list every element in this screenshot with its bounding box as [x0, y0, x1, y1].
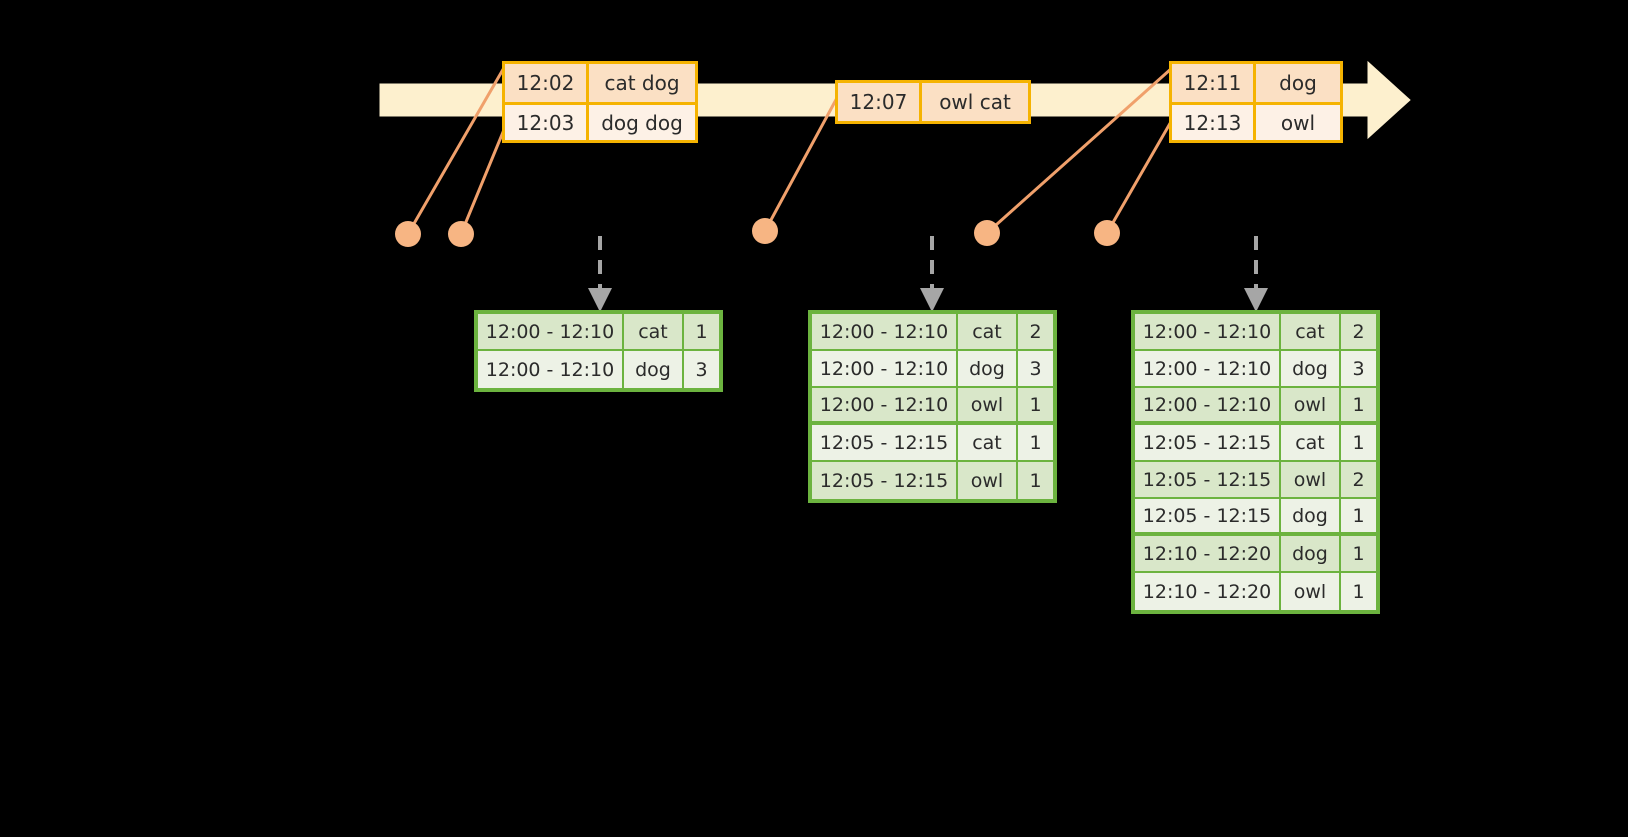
- event-words: owl cat: [939, 90, 1011, 114]
- cell-window: 12:00 - 12:10: [1135, 351, 1281, 388]
- cell-word: cat: [1281, 425, 1341, 462]
- event-row[interactable]: 12:07 owl cat: [838, 83, 1028, 121]
- event-time: 12:02: [505, 64, 589, 102]
- cell-word: dog: [624, 351, 684, 388]
- cell-word: owl: [958, 462, 1018, 499]
- cell-count: 1: [1341, 536, 1376, 573]
- event-row[interactable]: 12:02 cat dog: [505, 64, 695, 102]
- emit-arrow-1: [588, 236, 612, 312]
- cell-window: 12:05 - 12:15: [1135, 425, 1281, 462]
- event-time: 12:13: [1172, 105, 1256, 140]
- event-group-3[interactable]: 12:11 dog 12:13 owl: [1169, 61, 1343, 143]
- cell-window: 12:10 - 12:20: [1135, 573, 1281, 610]
- cell-word: dog: [1281, 536, 1341, 573]
- emit-arrow-2: [920, 236, 944, 312]
- event-group-1[interactable]: 12:02 cat dog 12:03 dog dog: [502, 61, 698, 143]
- cell-word: owl: [1281, 573, 1341, 610]
- cell-count: 3: [1018, 351, 1053, 388]
- cell-window: 12:10 - 12:20: [1135, 536, 1281, 573]
- cell-word: dog: [958, 351, 1018, 388]
- event-marker-3-dot: [752, 218, 778, 244]
- event-row[interactable]: 12:03 dog dog: [505, 102, 695, 140]
- cell-window: 12:00 - 12:10: [812, 351, 958, 388]
- cell-count: 1: [1341, 388, 1376, 425]
- cell-count: 2: [1018, 314, 1053, 351]
- cell-word: owl: [1281, 462, 1341, 499]
- cell-word: cat: [958, 425, 1018, 462]
- cell-word: cat: [1281, 314, 1341, 351]
- cell-window: 12:00 - 12:10: [1135, 388, 1281, 425]
- cell-word: cat: [624, 314, 684, 351]
- cell-count: 1: [1341, 573, 1376, 610]
- cell-window: 12:05 - 12:15: [812, 425, 958, 462]
- cell-window: 12:00 - 12:10: [478, 351, 624, 388]
- cell-word: dog: [1281, 351, 1341, 388]
- cell-count: 1: [684, 314, 719, 351]
- cell-count: 3: [1341, 351, 1376, 388]
- cell-word: owl: [1281, 388, 1341, 425]
- event-time: 12:03: [505, 105, 589, 140]
- event-time: 12:11: [1172, 64, 1256, 102]
- event-words: dog: [1279, 71, 1317, 95]
- cell-count: 1: [1018, 462, 1053, 499]
- emit-arrow-3: [1244, 236, 1268, 312]
- event-words: dog dog: [601, 110, 683, 135]
- cell-window: 12:00 - 12:10: [1135, 314, 1281, 351]
- event-group-2[interactable]: 12:07 owl cat: [835, 80, 1031, 124]
- event-words: owl: [1280, 110, 1316, 135]
- cell-window: 12:00 - 12:10: [478, 314, 624, 351]
- cell-count: 1: [1018, 388, 1053, 425]
- event-marker-2-dot: [448, 221, 474, 247]
- event-row[interactable]: 12:11 dog: [1172, 64, 1340, 102]
- cell-word: cat: [958, 314, 1018, 351]
- cell-count: 1: [1341, 499, 1376, 536]
- event-marker-4-dot: [974, 220, 1000, 246]
- cell-count: 1: [1341, 425, 1376, 462]
- cell-window: 12:05 - 12:15: [812, 462, 958, 499]
- event-marker-dots: [395, 218, 1120, 247]
- cell-word: dog: [1281, 499, 1341, 536]
- cell-count: 3: [684, 351, 719, 388]
- cell-window: 12:05 - 12:15: [1135, 462, 1281, 499]
- emit-arrows: [588, 236, 1268, 312]
- event-time: 12:07: [838, 83, 922, 121]
- cell-count: 2: [1341, 314, 1376, 351]
- cell-count: 1: [1018, 425, 1053, 462]
- event-marker-1-dot: [395, 221, 421, 247]
- cell-count: 2: [1341, 462, 1376, 499]
- event-marker-5-dot: [1094, 220, 1120, 246]
- event-row[interactable]: 12:13 owl: [1172, 102, 1340, 140]
- cell-window: 12:00 - 12:10: [812, 388, 958, 425]
- cell-window: 12:00 - 12:10: [812, 314, 958, 351]
- cell-window: 12:05 - 12:15: [1135, 499, 1281, 536]
- cell-word: owl: [958, 388, 1018, 425]
- event-words: cat dog: [604, 71, 680, 95]
